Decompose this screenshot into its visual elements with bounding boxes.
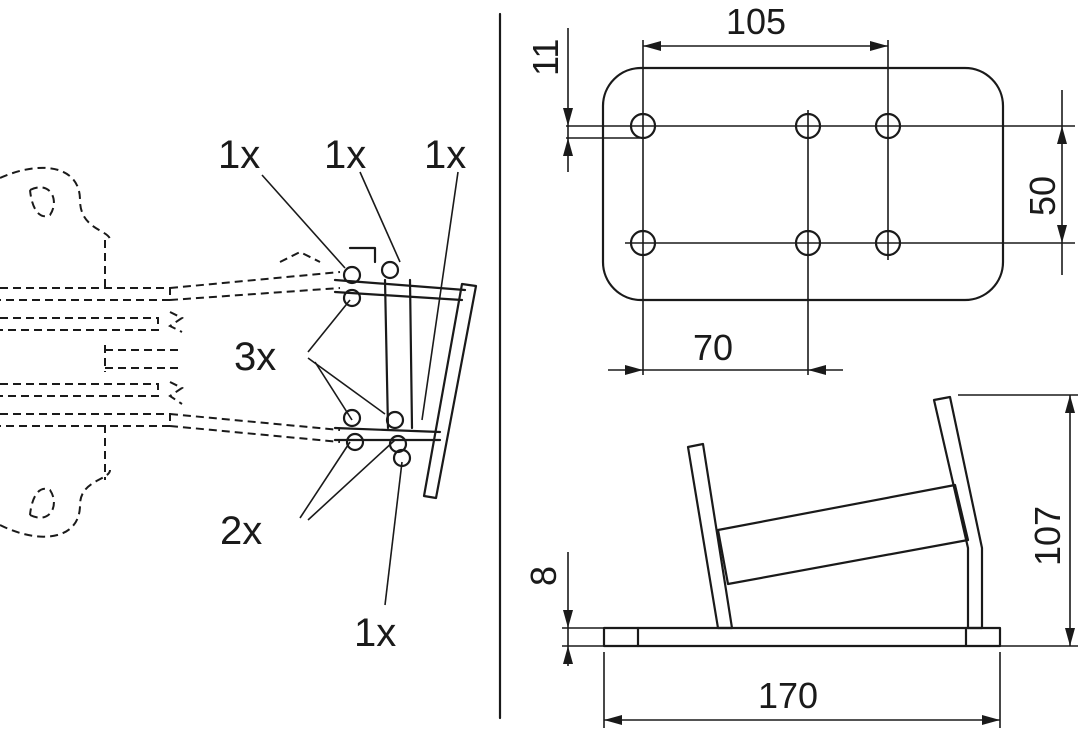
plate-top-view: 105 11 50 70 bbox=[525, 1, 1075, 375]
left-upright bbox=[686, 442, 734, 630]
callout-2x: 2x bbox=[220, 509, 262, 553]
callout-3x: 3x bbox=[234, 335, 276, 379]
dimension-8: 8 bbox=[523, 566, 564, 586]
bracket-arms bbox=[333, 246, 478, 500]
right-upright bbox=[932, 395, 984, 630]
callout-1x-right: 1x bbox=[424, 133, 466, 177]
dimension-105: 105 bbox=[726, 1, 786, 42]
dashed-pipe-outline bbox=[0, 166, 341, 538]
bracket-side-view: 107 8 170 bbox=[523, 394, 1078, 728]
callout-1x-middle: 1x bbox=[324, 133, 366, 177]
dimension-170: 170 bbox=[758, 675, 818, 716]
dimension-11: 11 bbox=[525, 39, 566, 76]
leader-lines bbox=[261, 171, 459, 606]
mounting-holes bbox=[629, 112, 902, 257]
assembly-view: 1x 1x 1x 3x 2x 1x bbox=[0, 133, 478, 655]
dimension-50: 50 bbox=[1022, 176, 1063, 216]
dimension-107: 107 bbox=[1027, 506, 1068, 566]
callout-1x-left: 1x bbox=[218, 133, 260, 177]
side-base-plate bbox=[602, 626, 1002, 648]
bolts bbox=[342, 260, 412, 468]
support-tube bbox=[716, 483, 970, 586]
callout-1x-bottom: 1x bbox=[354, 611, 396, 655]
dimension-70: 70 bbox=[693, 327, 733, 368]
base-plate-outline bbox=[601, 66, 1005, 302]
